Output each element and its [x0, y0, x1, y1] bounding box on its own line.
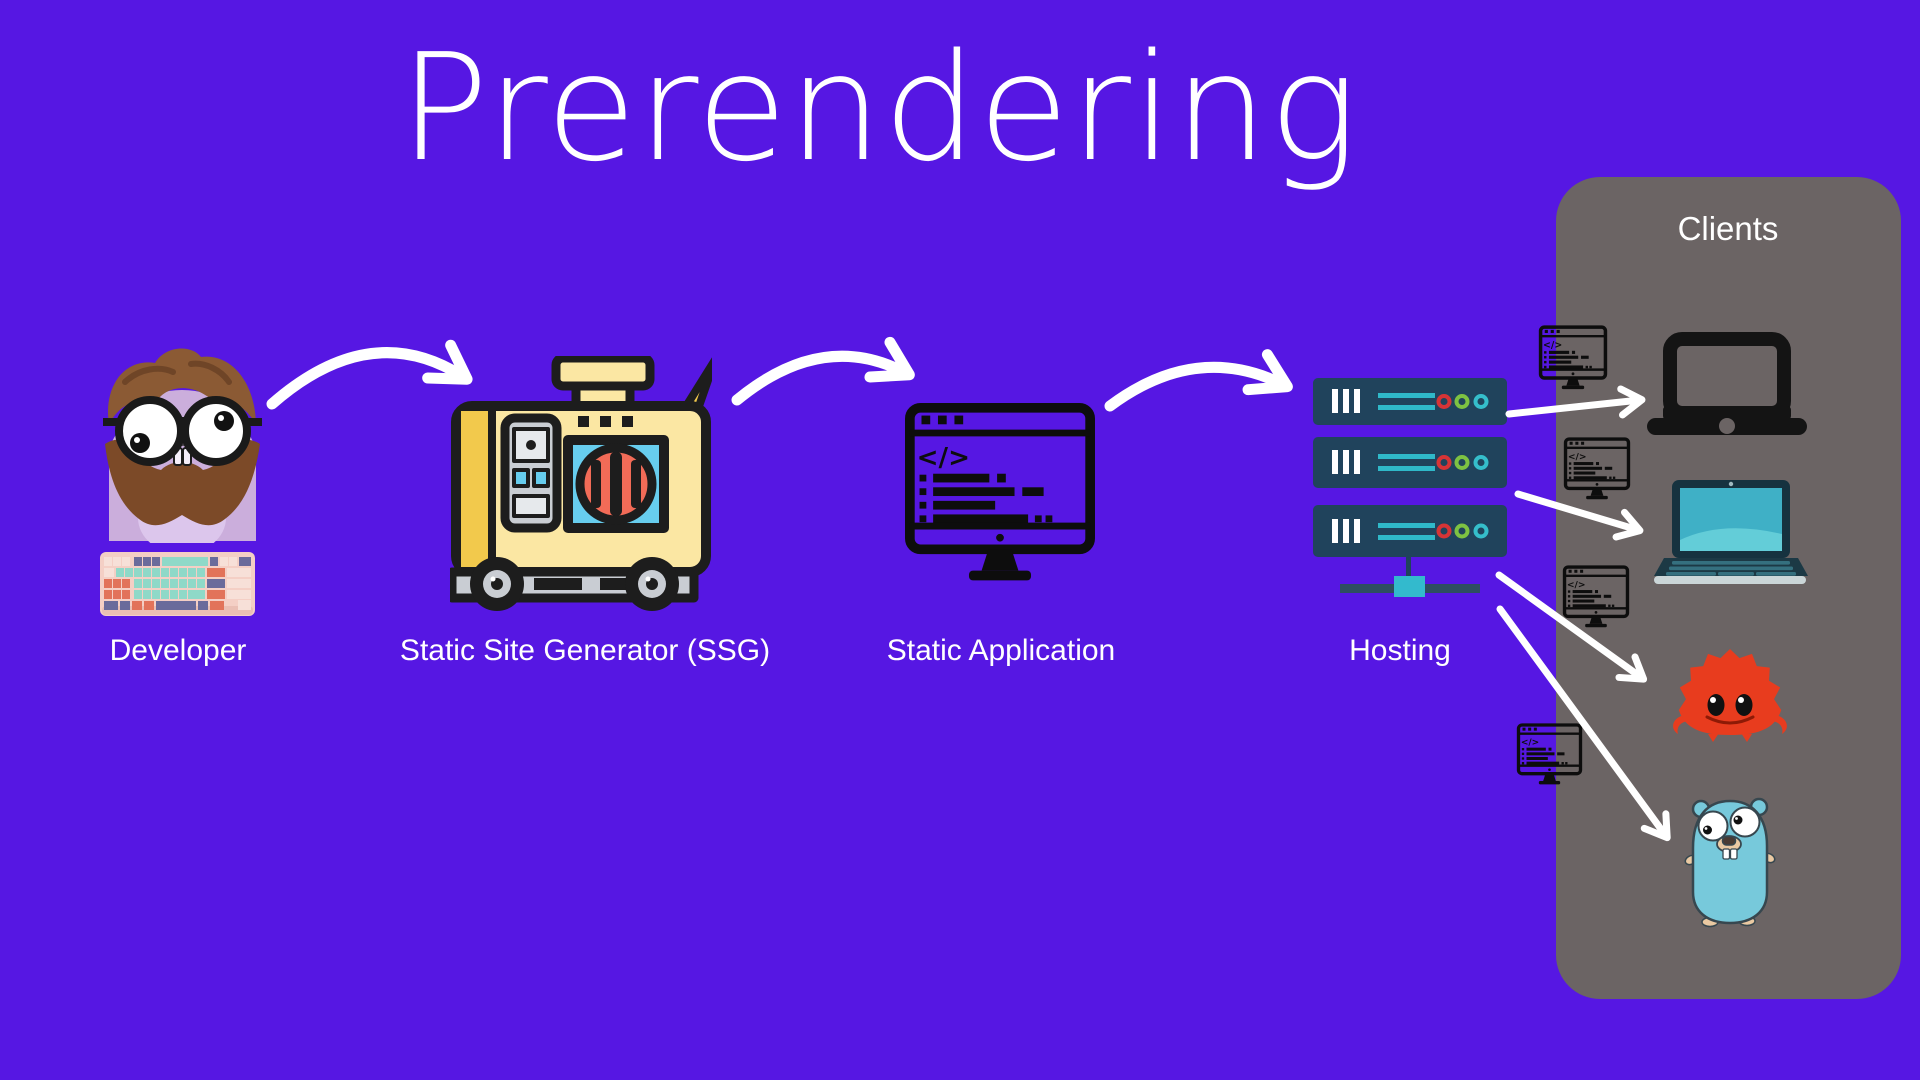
developer-label: Developer	[109, 634, 247, 667]
laptop-black-icon	[1647, 332, 1807, 435]
go-gopher-icon	[1684, 797, 1776, 928]
static-application-monitor-icon	[903, 402, 1097, 591]
ssg-label: Static Site Generator (SSG)	[399, 634, 771, 667]
rust-crab-icon	[1673, 649, 1787, 742]
code-monitor-small-icon	[1516, 723, 1583, 788]
code-monitor-small-icon	[1563, 437, 1631, 503]
ssg-generator-icon	[450, 356, 712, 611]
code-monitor-small-icon	[1538, 325, 1608, 393]
flow-arrow-app-to-hosting	[1104, 349, 1293, 412]
static-application-label: Static Application	[886, 634, 1116, 667]
flow-arrow-dev-to-ssg	[266, 339, 473, 410]
code-monitor-small-icon	[1562, 565, 1630, 631]
hosting-server-stack-icon	[1313, 378, 1507, 597]
clients-panel-title: Clients	[1677, 210, 1779, 247]
page-title: Prerendering	[399, 22, 1359, 194]
flow-arrow-ssg-to-app	[731, 336, 915, 406]
developer-gopher-avatar-icon	[103, 348, 262, 543]
laptop-teal-icon	[1654, 480, 1808, 584]
keyboard-icon	[100, 552, 255, 616]
hosting-label: Hosting	[1349, 634, 1451, 667]
